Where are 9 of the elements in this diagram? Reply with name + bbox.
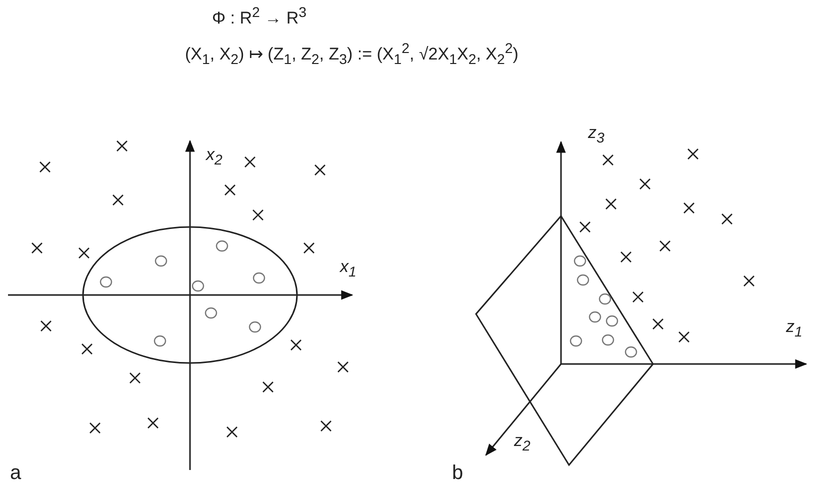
- formula-text: (X$_{1}$, X$_{2}$) ↦ (Z$_{1}$, Z$_{2}$, Z$_{3}$) := (X$_{1}$$^{2}$, √2X$_{1}$X$_{2}$, X$_{2}$$^{2}$): [185, 42, 518, 69]
- axis-label: z$_{1}$: [786, 318, 802, 341]
- axis-label: z$_{2}$: [514, 432, 530, 455]
- panel-letter: b: [452, 462, 464, 484]
- axis-label: x$_{1}$: [340, 258, 356, 281]
- panel-letter: a: [10, 462, 22, 484]
- axis-label: x$_{2}$: [206, 146, 222, 169]
- axis-label: z$_{3}$: [588, 124, 604, 147]
- formula-text: Φ : R$^{2}$ → R$^{3}$: [212, 6, 306, 28]
